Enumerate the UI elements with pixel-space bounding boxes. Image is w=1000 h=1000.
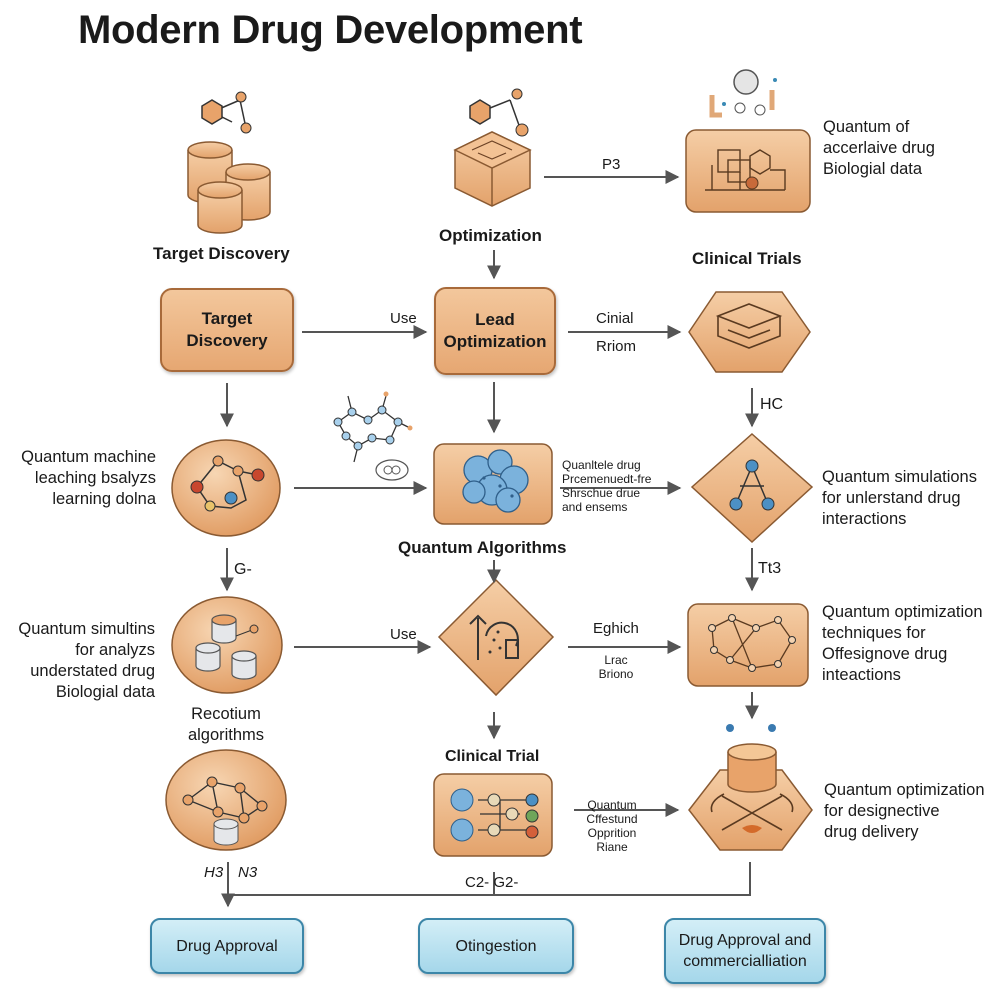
text-top-right: Quantum of accerlaive drug Biologial dat… — [823, 118, 935, 178]
text-right-row3: Quantum simulations for unlerstand drug … — [822, 468, 977, 528]
connector-arrows — [220, 170, 759, 908]
label-h3: H3 — [204, 864, 224, 881]
drug-approval-label: Drug Approval — [176, 937, 278, 955]
target-discovery-box[interactable]: Target Discovery — [160, 288, 294, 372]
heading-quantum-algorithms: Quantum Algorithms — [398, 538, 567, 557]
label-rriom: Rriom — [596, 338, 636, 355]
otingestion-button[interactable]: Otingestion — [418, 918, 574, 974]
heading-clinical-trials: Clinical Trials — [692, 249, 802, 268]
label-quantum-small: Quantum Cffestund Opprition Riane — [586, 798, 638, 854]
label-lrac: Lrac Briono — [598, 653, 634, 681]
circuit-network-icon — [687, 603, 809, 687]
otingestion-label: Otingestion — [455, 937, 537, 955]
label-eghich: Eghich — [593, 620, 639, 637]
drug-approval-button[interactable]: Drug Approval — [150, 918, 304, 974]
label-cinial: Cinial — [596, 310, 634, 327]
commercialization-button[interactable]: Drug Approval and commercialliation — [664, 918, 826, 984]
lead-optimization-box[interactable]: Lead Optimization — [434, 287, 556, 375]
label-use-top: Use — [390, 310, 417, 327]
database-cluster-icon — [187, 91, 271, 234]
heading-target-discovery: Target Discovery — [153, 244, 290, 263]
network-database-circle-icon — [165, 749, 287, 851]
text-recotium: Recotium algorithms — [187, 705, 265, 744]
maze-cube-icon — [453, 88, 532, 207]
label-p3: P3 — [602, 156, 621, 173]
target-discovery-label: Target Discovery — [186, 309, 268, 350]
label-tt3: Tt3 — [758, 560, 782, 577]
molecule-circle-icon — [171, 439, 281, 537]
network-diamond-icon — [690, 432, 814, 544]
database-circle-icon — [171, 596, 283, 694]
circuit-board-icon — [685, 69, 811, 213]
capsule-delivery-icon — [688, 724, 813, 851]
quantum-gauge-diamond-icon — [437, 578, 555, 697]
heading-clinical-trial: Clinical Trial — [445, 748, 540, 765]
label-use-mid: Use — [390, 626, 417, 643]
protein-cluster-icon — [433, 443, 553, 525]
circuit-nodes-icon — [433, 773, 553, 857]
commercialization-label: Drug Approval and commercialliation — [678, 932, 812, 970]
lead-optimization-label: Lead Optimization — [443, 310, 547, 351]
floating-molecule-icon — [333, 391, 413, 481]
label-hc: HC — [760, 396, 784, 413]
label-n3: N3 — [238, 864, 258, 881]
text-right-row5: Quantum optimization for designective dr… — [824, 781, 985, 841]
hexagon-stack-icon — [688, 291, 811, 373]
text-left-row4: Quantum simultins for analyzs understate… — [18, 620, 155, 701]
label-g-minus: G- — [234, 561, 252, 578]
page-title: Modern Drug Development — [78, 8, 583, 52]
text-right-row4: Quantum optimization techniques for Offe… — [822, 603, 983, 684]
label-mid-small: Quanltele drug Prcemenuedt-fre Shrschue … — [562, 458, 652, 514]
label-c2g2: C2- G2- — [465, 874, 519, 891]
text-left-row3: Quantum machine leaching bsalyzs learnin… — [21, 448, 156, 508]
heading-optimization: Optimization — [439, 226, 542, 245]
